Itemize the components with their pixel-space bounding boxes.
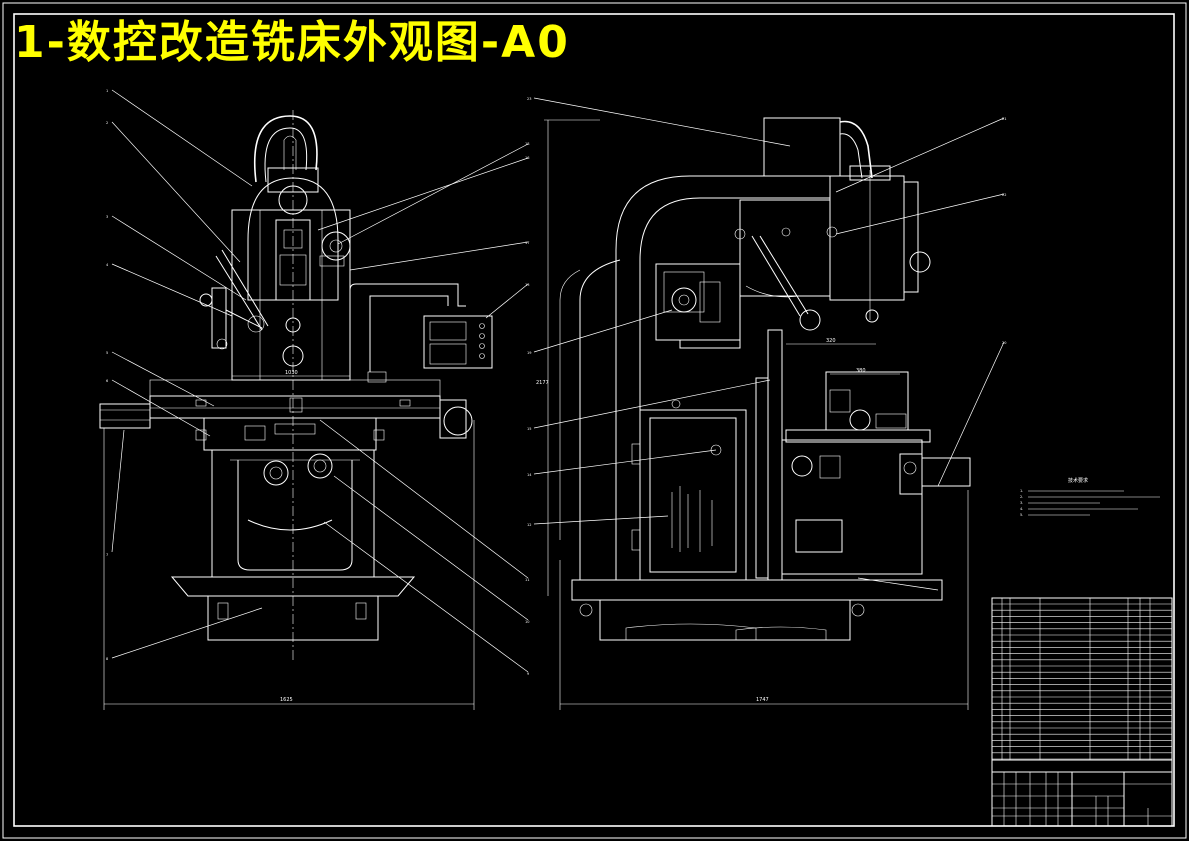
balloon-1: 1	[106, 89, 108, 93]
balloon-10: 10	[525, 620, 529, 624]
balloon-20: 20	[1002, 341, 1006, 345]
ram-offset-dimension: 380	[856, 368, 866, 374]
balloon-22: 22	[1002, 193, 1006, 197]
balloon-17: 17	[525, 241, 529, 245]
balloon-21: 21	[1002, 117, 1006, 121]
front-view: 1625 1030	[99, 89, 529, 710]
tech-req-item-3: 3.	[1020, 501, 1023, 505]
balloon-11: 11	[525, 578, 529, 582]
title-block	[992, 772, 1172, 826]
balloon-23: 23	[527, 97, 531, 101]
side-height-dimension: 2177	[536, 380, 549, 386]
tech-req-heading: 技术要求	[1068, 477, 1088, 484]
balloon-13: 13	[525, 283, 529, 287]
balloon-8: 8	[106, 657, 108, 661]
front-view-labels: 1 2 3 4 5 6 7 8 9 10 11 18 16 17 13	[106, 89, 529, 676]
balloon-4: 4	[106, 263, 109, 267]
balloon-12: 12	[527, 523, 531, 527]
table-offset-dimension: 320	[826, 338, 836, 344]
side-view: 1747 2177 380 320	[533, 97, 1005, 710]
tech-req-item-1: 1.	[1020, 489, 1023, 493]
side-view-labels: 23 21 22 20 19 15 14 12	[527, 97, 1006, 527]
balloon-7: 7	[106, 553, 108, 557]
front-width-dimension: 1625	[280, 697, 293, 703]
drawing-title: 1-数控改造铣床外观图-A0	[14, 17, 570, 68]
column-width-dimension: 1030	[285, 370, 298, 376]
balloon-14: 14	[527, 473, 532, 477]
tech-req-item-2: 2.	[1020, 495, 1023, 499]
balloon-5: 5	[106, 351, 108, 355]
balloon-19: 19	[527, 351, 531, 355]
tech-req-item-4: 4.	[1020, 507, 1023, 511]
parts-list-table	[991, 597, 1173, 827]
balloon-2: 2	[106, 121, 108, 125]
technical-requirements: 技术要求 1. 2. 3. 4. 5.	[1020, 477, 1160, 517]
balloon-6: 6	[106, 379, 108, 383]
tech-req-item-5: 5.	[1020, 513, 1023, 517]
balloon-9: 9	[527, 672, 529, 676]
side-length-dimension: 1747	[756, 697, 769, 703]
balloon-18: 18	[525, 142, 529, 146]
balloon-15: 15	[527, 427, 531, 431]
balloon-3: 3	[106, 215, 108, 219]
balloon-16: 16	[525, 156, 529, 160]
